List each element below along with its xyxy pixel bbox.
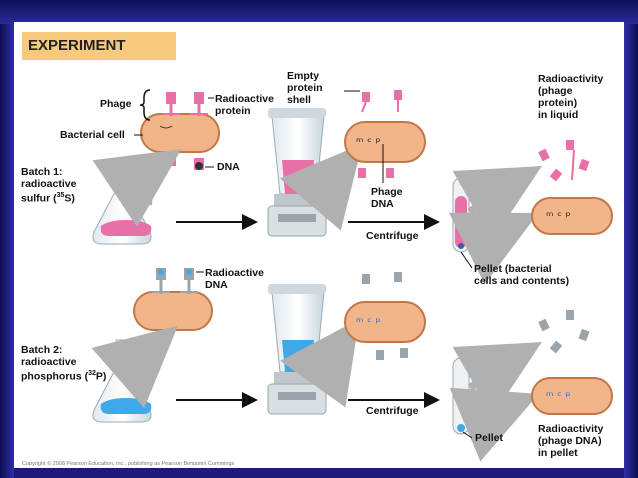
pellet-label-top: Pellet (bacterial cells and contents) bbox=[474, 263, 570, 287]
centrifuge-label-top: Centrifuge bbox=[366, 230, 419, 242]
radioactive-dna-label: Radioactive DNA bbox=[205, 267, 264, 291]
copyright-text: Copyright © 2008 Pearson Education, Inc.… bbox=[22, 461, 235, 467]
bacterial-cell-pellet-batch1: ᵐ ᶜ ᵖ bbox=[531, 197, 613, 235]
empty-protein-shell-label: Empty protein shell bbox=[287, 70, 323, 106]
dna-label: DNA bbox=[217, 161, 240, 173]
free-protein-shells-batch2 bbox=[538, 310, 590, 354]
left-background-edge bbox=[0, 24, 14, 478]
test-tube-batch1 bbox=[452, 177, 470, 253]
centrifuge-label-bottom: Centrifuge bbox=[366, 405, 419, 417]
test-tube-batch2 bbox=[452, 357, 470, 435]
radioactive-protein-label: Radioactive protein bbox=[215, 93, 274, 117]
radioactivity-dna-label: Radioactivity (phage DNA) in pellet bbox=[538, 423, 604, 459]
batch2-isotope: 32 bbox=[88, 370, 96, 377]
svg-text:ᵐ ᶜ ᵖ: ᵐ ᶜ ᵖ bbox=[356, 135, 381, 149]
pellet-label-bottom: Pellet bbox=[475, 432, 504, 444]
bacterial-cell-label: Bacterial cell bbox=[60, 129, 125, 141]
phage-dna-label: Phage DNA bbox=[371, 186, 403, 210]
flask-sulfur bbox=[92, 161, 152, 245]
svg-text:ᵐ ᶜ ᵖ: ᵐ ᶜ ᵖ bbox=[356, 315, 381, 329]
blender-batch1 bbox=[267, 108, 327, 237]
bacterial-cell-blended-batch2: ᵐ ᶜ ᵖ bbox=[344, 272, 426, 360]
right-background-edge bbox=[624, 24, 638, 478]
batch1-element: S) bbox=[64, 192, 75, 205]
free-protein-shells-batch1 bbox=[538, 140, 590, 182]
bacterial-cell-blended-batch1: ᵐ ᶜ ᵖ bbox=[344, 90, 426, 178]
batch2-text: Batch 2: radioactive phosphorus ( bbox=[21, 344, 89, 383]
radioactivity-protein-label: Radioactivity (phage protein) in liquid bbox=[538, 73, 604, 121]
bacterial-cell-batch1 bbox=[140, 113, 220, 153]
batch1-text: Batch 1: radioactive sulfur ( bbox=[21, 166, 77, 205]
batch1-isotope: 35 bbox=[56, 192, 65, 199]
batch2-element: P) bbox=[95, 370, 107, 383]
top-background-band bbox=[0, 0, 638, 24]
experiment-header: EXPERIMENT bbox=[22, 32, 176, 60]
blender-batch2 bbox=[267, 284, 327, 415]
svg-text:ᵐ ᶜ ᵖ: ᵐ ᶜ ᵖ bbox=[546, 389, 571, 403]
bacterial-cell-batch2 bbox=[133, 291, 213, 331]
svg-text:ᵐ ᶜ ᵖ: ᵐ ᶜ ᵖ bbox=[546, 209, 571, 223]
bacterial-cell-pellet-batch2: ᵐ ᶜ ᵖ bbox=[531, 377, 613, 415]
batch2-label: Batch 2: radioactive phosphorus (32P) bbox=[21, 344, 107, 383]
batch1-label: Batch 1: radioactive sulfur (35S) bbox=[21, 166, 77, 205]
phage-label: Phage bbox=[100, 98, 132, 110]
